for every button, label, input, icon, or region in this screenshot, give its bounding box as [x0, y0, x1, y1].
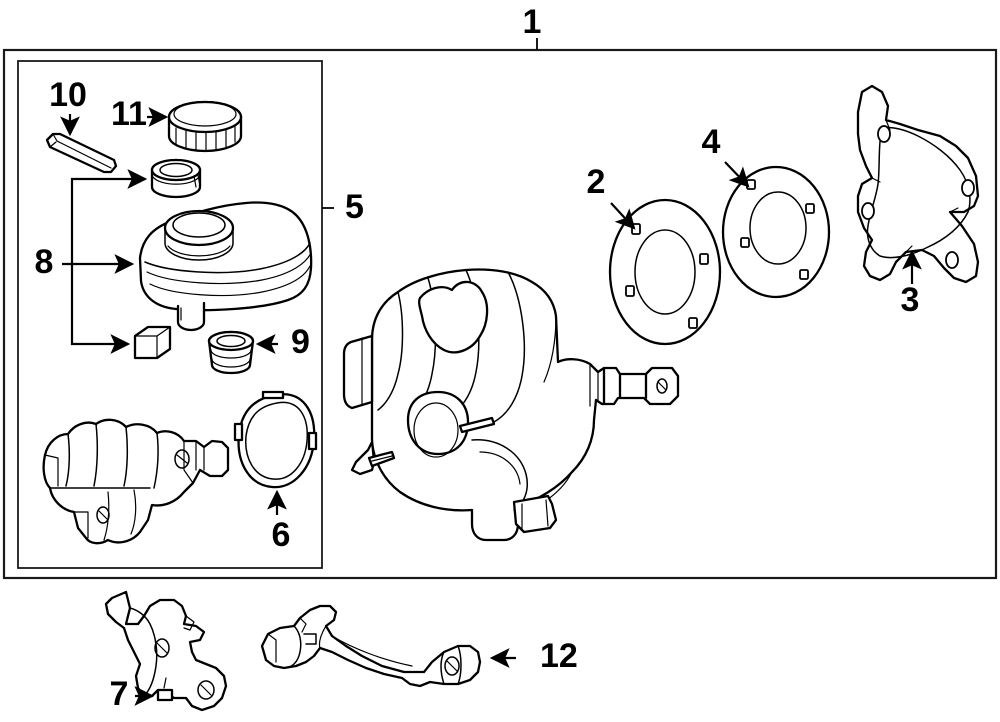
callout-2-leader: [610, 202, 636, 230]
callout-2-group: 2: [587, 163, 636, 230]
callout-12-group: 12: [489, 637, 578, 675]
part-booster-gasket-rear: [721, 165, 831, 299]
part-master-cylinder-body: [42, 418, 230, 545]
part-dash-panel-bracket: [856, 84, 980, 284]
callout-label-8: 8: [35, 243, 54, 281]
part-push-rod-link: [260, 604, 482, 688]
callout-label-10: 10: [49, 76, 87, 114]
part-reservoir-grommet-small: [207, 330, 255, 375]
callout-label-3: 3: [901, 281, 920, 319]
callout-label-9: 9: [291, 323, 310, 361]
callout-1-group: 1: [523, 3, 542, 50]
callout-8-leader-branch-upper: [70, 169, 148, 264]
part-reservoir-body: [138, 201, 313, 332]
callout-10-group: 10: [49, 76, 87, 137]
callout-label-6: 6: [272, 516, 291, 554]
callout-label-5: 5: [345, 188, 364, 226]
callout-3-group: 3: [901, 249, 922, 319]
outer-frame-booster-assembly: [2, 48, 998, 580]
part-reservoir-grommet-upper: [150, 158, 202, 199]
callout-6-group: 6: [267, 489, 291, 554]
part-brake-booster-assembly: [342, 268, 680, 542]
callout-4-leader: [724, 161, 750, 188]
callout-7-group: 7: [110, 675, 155, 713]
part-mounting-bracket: [104, 590, 228, 712]
inner-frame-master-cylinder-kit: [17, 60, 323, 569]
callout-5-group: 5: [322, 188, 364, 226]
callout-8-leader-branch-lower: [70, 264, 131, 354]
callout-4-group: 4: [702, 123, 750, 188]
part-reservoir-cap: [167, 100, 243, 153]
callout-label-12: 12: [540, 637, 578, 675]
callout-label-4: 4: [702, 123, 721, 161]
callout-label-11: 11: [111, 95, 147, 133]
part-reservoir-sensor-block: [133, 325, 172, 360]
callout-11-group: 11: [111, 95, 169, 133]
callout-label-1: 1: [523, 3, 542, 41]
callout-label-2: 2: [587, 163, 606, 201]
callout-8-group: 8: [35, 169, 148, 354]
part-booster-gasket-front: [608, 198, 722, 346]
callout-label-7: 7: [110, 675, 129, 713]
callout-9-group: 9: [255, 323, 310, 361]
part-reservoir-pin: [45, 132, 118, 174]
part-master-cylinder-seal: [233, 390, 318, 489]
